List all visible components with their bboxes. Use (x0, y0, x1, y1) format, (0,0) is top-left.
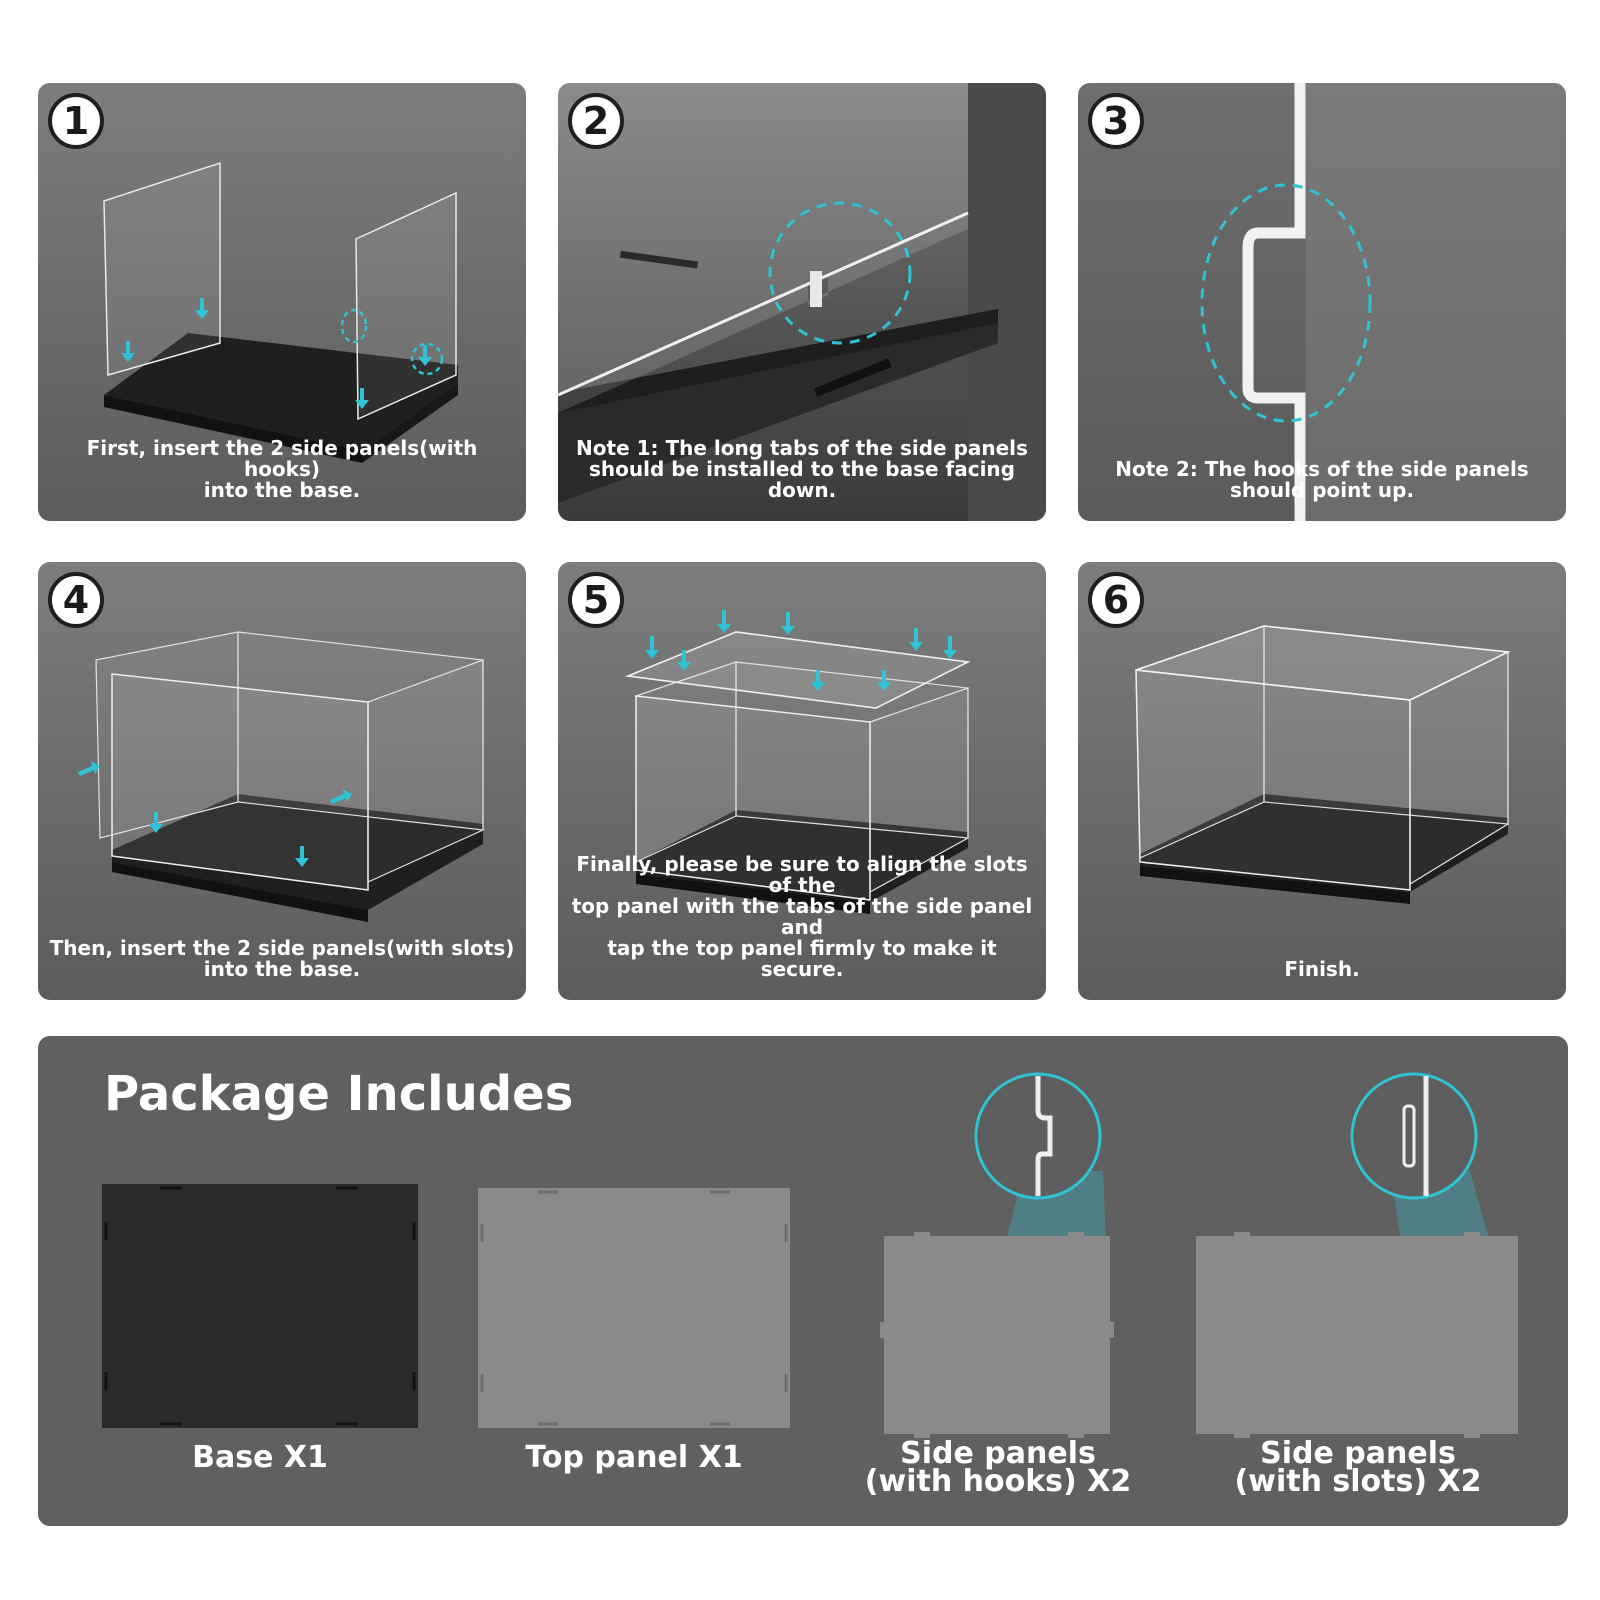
step-number-badge: 1 (48, 93, 104, 149)
arrow-down-icon (943, 636, 957, 659)
arrow-down-icon (645, 636, 659, 659)
dashed-circle-highlight (1200, 183, 1372, 423)
arrow-down-icon (909, 628, 923, 651)
package-title: Package Includes (104, 1066, 574, 1122)
step-caption: Then, insert the 2 side panels(with slot… (49, 936, 515, 981)
step-number-badge: 3 (1088, 93, 1144, 149)
step-number-badge: 6 (1088, 572, 1144, 628)
step-caption: Finish. (1284, 957, 1360, 981)
item-label-base: Base X1 (192, 1440, 328, 1475)
step-1-panel: 1 First, insert the 2 side panels(with h… (38, 83, 526, 521)
step-caption: Note 1: The long tabs of the side panels… (576, 436, 1028, 502)
arrow-down-icon (121, 341, 135, 362)
step-6-illustration (1135, 625, 1511, 904)
step-caption: Finally, please be sure to align the slo… (571, 852, 1033, 981)
arrow-down-icon (811, 670, 825, 691)
step-4-panel: 4 Then, insert the 2 side panels(with sl… (38, 562, 526, 1000)
item-label-top-panel: Top panel X1 (525, 1440, 743, 1475)
step-number-badge: 5 (568, 572, 624, 628)
arrow-down-icon (717, 610, 731, 633)
step-2-illustration (558, 83, 1046, 521)
arrow-down-icon (149, 812, 163, 833)
magnifier-circle (974, 1072, 1102, 1200)
step-6-panel: 6 Finish. (1078, 562, 1566, 1000)
dashed-circle-highlight (768, 201, 912, 345)
step-4-illustration (78, 631, 484, 922)
step-number-badge: 4 (48, 572, 104, 628)
package-includes-panel: Package Includes Base X1 Top panel X1 Si… (38, 1036, 1568, 1526)
arrow-down-icon (781, 612, 795, 635)
step-3-illustration (1200, 83, 1566, 521)
arrow-down-icon (877, 670, 891, 691)
item-label-side-hooks: Side panels (with hooks) X2 (864, 1436, 1132, 1499)
step-number-badge: 2 (568, 93, 624, 149)
step-2-panel: 2 Note 1: The long tabs of the side pane… (558, 83, 1046, 521)
step-3-panel: 3 Note 2: The hooks of the side panels s… (1078, 83, 1566, 521)
base-piece (102, 1184, 418, 1428)
top-panel-piece (478, 1188, 790, 1428)
arrow-down-icon (355, 388, 369, 409)
item-label-side-slots: Side panels (with slots) X2 (1234, 1436, 1482, 1499)
step-1-illustration (103, 161, 458, 463)
arrow-down-icon (295, 846, 309, 867)
side-panel-hooks-piece (884, 1236, 1110, 1434)
step-caption: Note 2: The hooks of the side panels sho… (1115, 457, 1529, 502)
arrow-down-icon (195, 298, 209, 319)
package-illustration (102, 1072, 1518, 1438)
side-panel-slots-piece (1196, 1236, 1518, 1434)
arrow-down-icon (677, 650, 691, 671)
step-5-illustration (624, 610, 971, 914)
arrow-down-icon (418, 345, 432, 366)
step-caption: First, insert the 2 side panels(with hoo… (86, 436, 478, 502)
step-5-panel: 5 Finally, please be sure to align the s… (558, 562, 1046, 1000)
